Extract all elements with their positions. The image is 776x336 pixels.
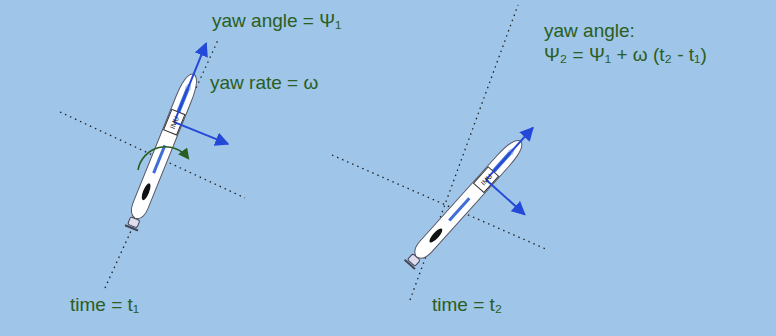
angle-label: yaw angle = Ψ₁ [212,10,342,32]
time-label: time = t₂ [432,294,502,316]
angle-label: yaw angle: [544,20,635,42]
submarine [124,40,260,249]
submarine [404,122,572,299]
yaw-rate-arrow [138,147,188,170]
time-label: time = t₁ [70,294,139,316]
formula-label: Ψ₂ = Ψ₁ + ω (t₂ - t₁) [544,44,707,66]
rate-label: yaw rate = ω [210,72,318,94]
